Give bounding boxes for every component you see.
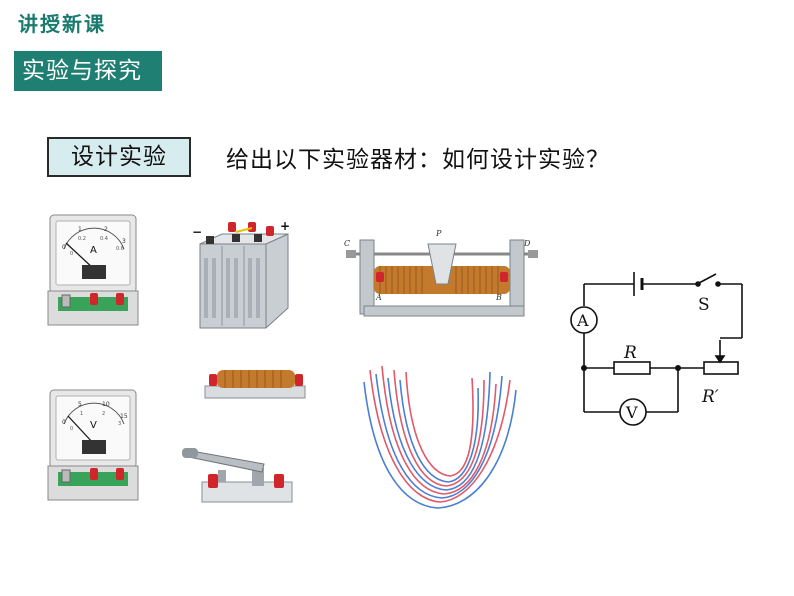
ammeter-subtick-1: 0.2: [78, 236, 86, 242]
voltmeter-subtick-1: 1: [80, 411, 83, 417]
knife-switch-image: [182, 448, 293, 503]
voltmeter-tick-2: 10: [102, 401, 110, 408]
rheostat-label-c: C: [344, 239, 350, 248]
battery-minus: −: [192, 225, 202, 239]
voltmeter-subtick-2: 2: [102, 411, 105, 417]
ammeter-tick-0: 0: [62, 244, 66, 251]
question-text: 给出以下实验器材：如何设计实验？: [226, 147, 610, 173]
ammeter-image: 0 1 2 3 0 0.2 0.4 0.6 A: [47, 214, 139, 326]
voltmeter-tick-1: 5: [78, 401, 82, 408]
design-experiment-label: 设计实验: [47, 137, 191, 177]
voltmeter-subtick-3: 3: [118, 421, 121, 427]
circuit-switch-label: S: [698, 295, 710, 315]
ammeter-tick-1: 1: [78, 226, 82, 233]
wires-image: [363, 365, 517, 509]
rheostat-label-b: B: [495, 293, 502, 302]
section-tag: 实验与探究: [14, 51, 162, 91]
circuit-resistor-label: R: [623, 343, 637, 363]
voltmeter-image: 0 5 10 15 0 1 2 3 V: [47, 389, 139, 501]
rheostat-label-d: D: [523, 239, 531, 248]
voltmeter-subtick-0: 0: [70, 426, 73, 432]
battery-plus: +: [280, 219, 290, 233]
ammeter-subtick-3: 0.6: [116, 246, 124, 252]
voltmeter-tick-0: 0: [62, 419, 66, 426]
circuit-voltmeter-symbol: V: [625, 403, 638, 422]
rheostat-label-a: A: [375, 293, 382, 302]
resistor-image: [204, 370, 306, 399]
header-title: 讲授新课: [18, 12, 106, 36]
sliding-rheostat-image: C P D A B: [344, 229, 538, 317]
ammeter-tick-3: 3: [122, 238, 126, 245]
circuit-diagram: A V S R R′: [570, 272, 743, 426]
circuit-ammeter-symbol: A: [576, 311, 589, 330]
ammeter-unit: A: [90, 245, 97, 256]
ammeter-subtick-2: 0.4: [100, 236, 108, 242]
voltmeter-tick-3: 15: [120, 413, 128, 420]
battery-image: − +: [192, 219, 290, 329]
rheostat-label-p: P: [435, 229, 442, 238]
ammeter-subtick-0: 0: [70, 251, 73, 257]
voltmeter-unit: V: [90, 420, 97, 431]
ammeter-tick-2: 2: [104, 226, 108, 233]
circuit-rheostat-label: R′: [701, 387, 719, 407]
